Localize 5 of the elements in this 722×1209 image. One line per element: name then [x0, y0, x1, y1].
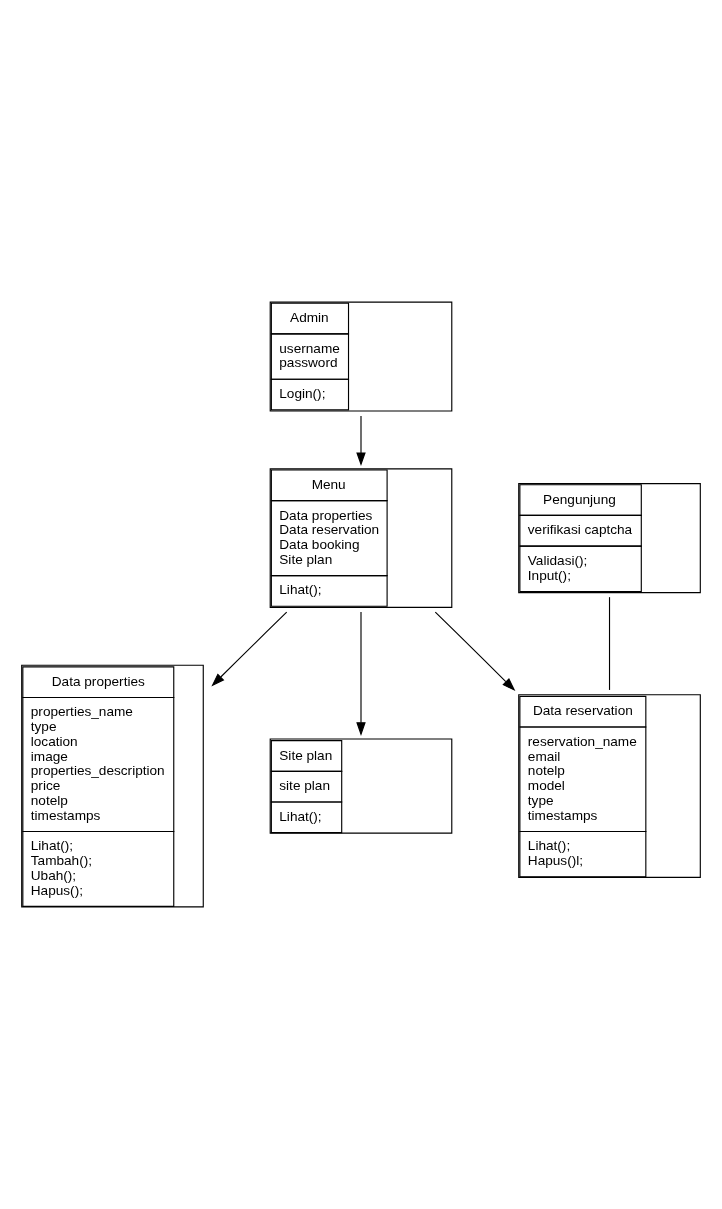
connector	[608, 596, 611, 691]
arrow	[211, 611, 288, 687]
arrow	[356, 415, 366, 467]
arrow	[356, 611, 366, 736]
arrow	[434, 611, 516, 692]
